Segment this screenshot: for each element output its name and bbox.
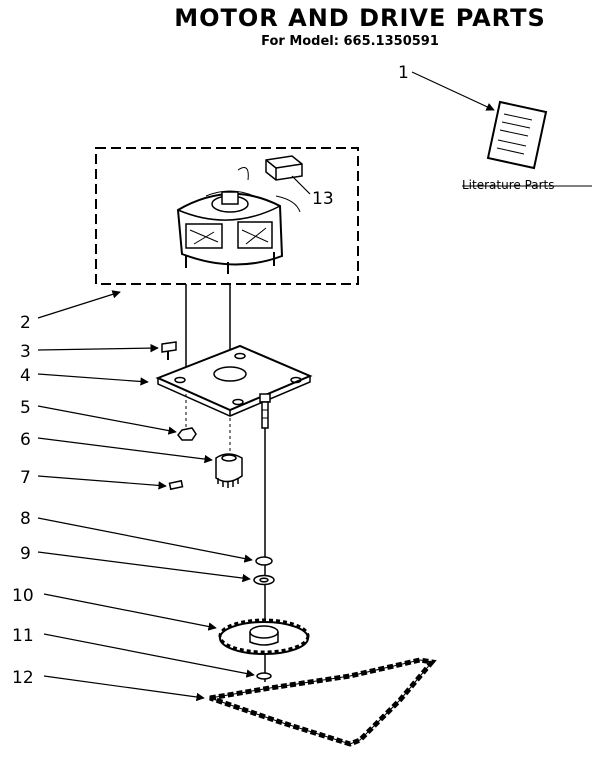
leader-line-4 — [37, 373, 149, 386]
nut-5-illustration — [177, 427, 197, 441]
connector-13-illustration — [265, 155, 303, 181]
leader-line-11 — [43, 633, 255, 678]
callout-4: 4 — [20, 366, 31, 386]
callout-8: 8 — [20, 509, 31, 529]
washer-9-hole — [259, 577, 269, 583]
leader-line-5 — [37, 405, 177, 435]
callout-6: 6 — [20, 430, 31, 450]
chain-12-illustration — [209, 657, 437, 747]
leader-line-13 — [291, 175, 311, 195]
washer-8-illustration — [255, 556, 273, 566]
leader-line-6 — [37, 437, 213, 464]
literature-booklet-illustration — [486, 100, 548, 170]
callout-7: 7 — [20, 468, 31, 488]
threaded-post-illustration — [259, 393, 271, 429]
callout-1: 1 — [398, 63, 409, 83]
callout-3: 3 — [20, 342, 31, 362]
leader-line-7 — [37, 475, 167, 490]
washer-9-illustration — [253, 574, 275, 586]
leader-line-2 — [37, 290, 121, 319]
callout-11: 11 — [12, 626, 34, 646]
callout-5: 5 — [20, 398, 31, 418]
page-title: MOTOR AND DRIVE PARTS — [174, 4, 546, 32]
leader-line-3 — [37, 343, 159, 353]
set-screw-7-illustration — [168, 479, 184, 491]
leader-line-10 — [43, 593, 217, 631]
literature-label: Literature Parts — [462, 178, 555, 192]
motor-illustration — [176, 167, 301, 274]
leader-line-12 — [43, 675, 205, 702]
callout-9: 9 — [20, 544, 31, 564]
callout-12: 12 — [12, 668, 34, 688]
callout-10: 10 — [12, 586, 34, 606]
mounting-plate-4-illustration — [155, 344, 313, 417]
callout-13: 13 — [312, 189, 334, 209]
drive-gear-6-illustration — [215, 453, 243, 488]
leader-line-1 — [411, 71, 495, 111]
leader-line-8 — [37, 517, 253, 563]
model-subtitle: For Model: 665.1350591 — [261, 34, 439, 49]
leader-line-9 — [37, 551, 251, 583]
sprocket-10-illustration — [218, 618, 310, 655]
washer-11-illustration — [256, 672, 272, 680]
motor-assembly-box — [95, 147, 359, 285]
callout-2: 2 — [20, 313, 31, 333]
bolt-3-illustration — [161, 341, 177, 360]
